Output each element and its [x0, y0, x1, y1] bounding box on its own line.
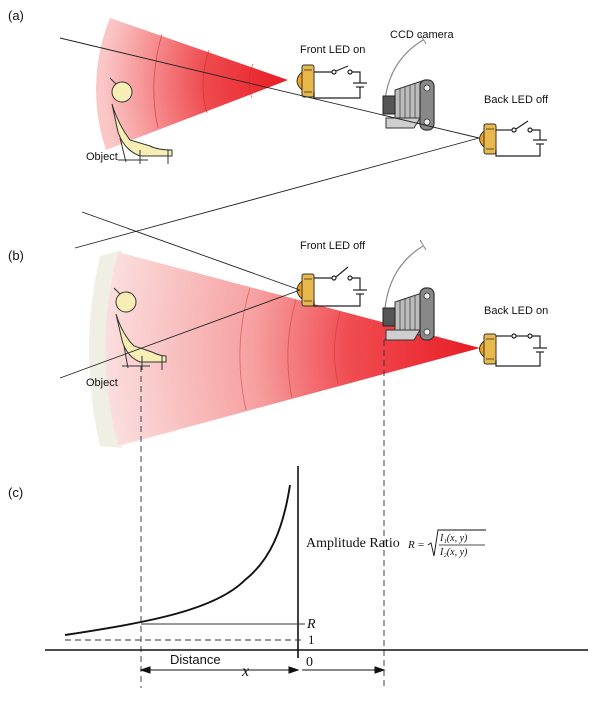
x-arrow: [302, 666, 386, 674]
front-circuit-b: [313, 266, 367, 307]
back-led-label-b: Back LED on: [484, 305, 548, 317]
ratio-curve: [64, 484, 291, 636]
front-led-a: [296, 64, 315, 98]
formula-numerator: I₁(x, y): [439, 533, 468, 544]
ray-b-2: [59, 289, 301, 379]
object-figure-a: [109, 77, 173, 164]
distance-label: Distance: [170, 652, 221, 667]
object-label-a: Object: [86, 151, 118, 163]
front-led-beam: [96, 18, 288, 150]
beam-rings-a: [153, 33, 254, 129]
one-tick-label: 1: [308, 632, 315, 647]
formula-equals: =: [418, 539, 424, 551]
back-led-beam: [105, 252, 480, 446]
zero-tick-label: 0: [306, 655, 313, 670]
front-led-b: [296, 273, 315, 307]
x-variable-label: x: [241, 663, 249, 680]
front-circuit-a: [313, 65, 367, 99]
ray-a-1: [59, 37, 480, 139]
front-led-label-b: Front LED off: [300, 240, 366, 252]
object-label-b: Object: [86, 377, 118, 389]
back-circuit-b: [495, 333, 547, 367]
front-led-label-a: Front LED on: [300, 44, 365, 56]
panel-b: (b) Object: [8, 211, 548, 448]
formula-denominator: I₂(x, y): [439, 547, 468, 558]
projection-guides: [140, 339, 392, 688]
back-circuit-a: [495, 120, 547, 157]
object-figure-b: [113, 287, 167, 370]
distance-arrow: [139, 666, 300, 674]
panel-b-tag: (b): [8, 248, 24, 263]
ccd-camera-b: [382, 239, 435, 341]
camera-label: CCD camera: [390, 29, 454, 41]
beam-rings-b: [239, 287, 341, 411]
sqrt-sign: [427, 529, 486, 557]
r-tick-label: R: [306, 617, 316, 632]
amplitude-ratio-label: Amplitude Ratio: [306, 536, 400, 551]
back-led-a: [479, 123, 497, 155]
panel-c: (c) R 1 0 Amplitude Ratio R = I₁(x, y) I…: [8, 466, 588, 680]
panel-a: (a) Object: [8, 8, 549, 249]
panel-a-tag: (a): [8, 8, 24, 23]
back-led-label-a: Back LED off: [484, 94, 549, 106]
ray-b-1: [81, 211, 301, 291]
formula-lhs: R: [407, 539, 415, 551]
ccd-camera-a: [382, 33, 435, 131]
ray-a-2: [74, 137, 480, 249]
panel-c-tag: (c): [8, 485, 23, 500]
back-led-b: [479, 333, 497, 365]
ratio-formula: R = I₁(x, y) I₂(x, y): [407, 529, 486, 558]
